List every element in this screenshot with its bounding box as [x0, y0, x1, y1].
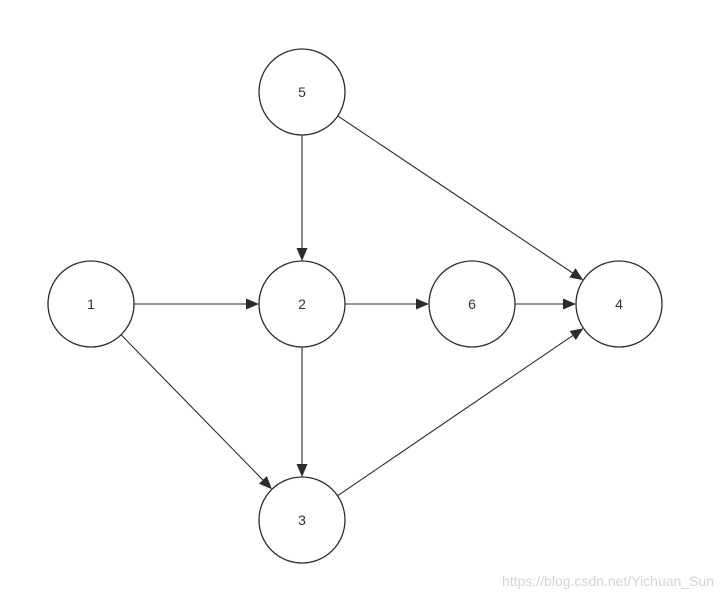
- arrowhead-icon: [246, 298, 259, 310]
- node-circle: [575, 260, 663, 348]
- edge-5-to-2: [296, 135, 308, 261]
- node-label: 5: [298, 84, 306, 100]
- node-circle: [258, 48, 346, 136]
- node-circle: [258, 476, 346, 564]
- node-2: 2: [258, 260, 346, 348]
- edge-5-to-4: [337, 115, 584, 281]
- watermark-text: https://blog.csdn.net/Yichuan_Sun: [502, 573, 714, 589]
- edge-2-to-6: [345, 298, 429, 310]
- edge-line: [120, 334, 264, 481]
- node-label: 2: [298, 296, 306, 312]
- arrowhead-icon: [296, 248, 308, 261]
- edge-6-to-4: [515, 298, 576, 310]
- arrowhead-icon: [569, 268, 584, 281]
- nodes-layer: 5 1 2 6 4 3: [47, 48, 663, 564]
- edge-1-to-2: [134, 298, 259, 310]
- node-circle: [47, 260, 135, 348]
- node-1: 1: [47, 260, 135, 348]
- edge-2-to-3: [296, 347, 308, 477]
- node-label: 4: [615, 296, 623, 312]
- edge-line: [337, 115, 573, 274]
- arrowhead-icon: [296, 464, 308, 477]
- node-label: 3: [298, 512, 306, 528]
- node-circle: [258, 260, 346, 348]
- edge-line: [337, 335, 574, 497]
- node-3: 3: [258, 476, 346, 564]
- edge-1-to-3: [120, 334, 272, 490]
- node-circle: [428, 260, 516, 348]
- node-4: 4: [575, 260, 663, 348]
- node-5: 5: [258, 48, 346, 136]
- arrowhead-icon: [416, 298, 429, 310]
- edge-3-to-4: [337, 328, 584, 497]
- arrowhead-icon: [258, 476, 272, 490]
- arrowhead-icon: [569, 328, 584, 341]
- node-label: 6: [468, 296, 476, 312]
- arrowhead-icon: [563, 298, 576, 310]
- edges-layer: [120, 115, 584, 497]
- node-6: 6: [428, 260, 516, 348]
- node-label: 1: [87, 296, 95, 312]
